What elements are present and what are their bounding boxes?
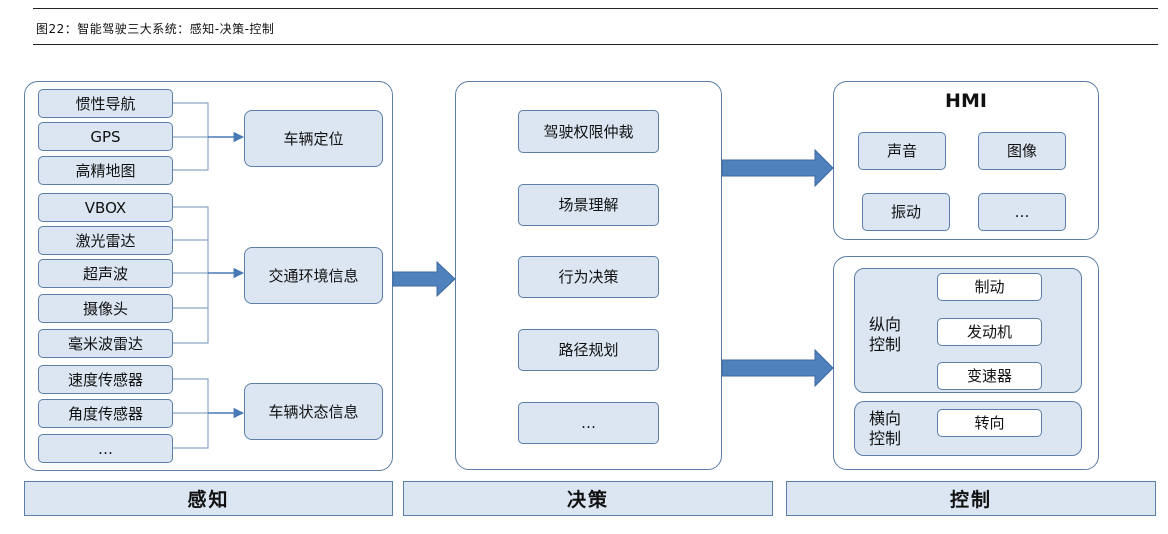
bracket-group-vehicle-state (173, 378, 209, 449)
figure-caption: 图22：智能驾驶三大系统：感知-决策-控制 (36, 22, 275, 36)
sensor-box-camera: 摄像头 (38, 294, 173, 323)
footer-bar-perception: 感知 (24, 481, 393, 516)
output-box-vehicle-localization: 车辆定位 (244, 110, 383, 167)
arrow-perception-to-decision (392, 260, 456, 298)
hmi-box-image: 图像 (978, 132, 1066, 170)
output-label-vehicle-state: 车辆状态信息 (268, 402, 359, 421)
control-box-steering: 转向 (937, 409, 1042, 437)
footer-bar-control: 控制 (786, 481, 1156, 516)
lateral-control-label: 横向控制 (869, 409, 902, 448)
hmi-title: HMI (945, 90, 987, 112)
sensor-box-more: … (38, 434, 173, 463)
decision-box-path-planning: 路径规划 (518, 329, 659, 371)
bracket-group-environment (173, 206, 209, 344)
sensor-box-speed-sensor: 速度传感器 (38, 365, 173, 394)
output-box-vehicle-state: 车辆状态信息 (244, 383, 383, 440)
decision-box-scene-understanding: 场景理解 (518, 184, 659, 226)
footer-bar-decision: 决策 (403, 481, 773, 516)
bracket-group-localization (173, 102, 209, 171)
control-box-engine: 发动机 (937, 318, 1042, 346)
decision-box-behavior-decision: 行为决策 (518, 256, 659, 298)
sensor-box-angle-sensor: 角度传感器 (38, 399, 173, 428)
arrow-decision-to-hmi (721, 148, 834, 188)
sensor-box-lidar: 激光雷达 (38, 226, 173, 255)
decision-box-more: … (518, 402, 659, 444)
hmi-box-sound: 声音 (858, 132, 946, 170)
output-label-traffic-environment: 交通环境信息 (268, 266, 359, 285)
decision-box-authority-arbitration: 驾驶权限仲裁 (518, 110, 659, 153)
sensor-box-inertial-navigation: 惯性导航 (38, 89, 173, 118)
control-box-braking: 制动 (937, 273, 1042, 301)
sensor-box-ultrasonic: 超声波 (38, 259, 173, 288)
arrow-decision-to-control (721, 348, 834, 388)
caption-rule (33, 44, 1158, 45)
top-rule (33, 8, 1158, 9)
sensor-box-vbox: VBOX (38, 193, 173, 222)
sensor-box-gps: GPS (38, 122, 173, 151)
output-box-traffic-environment: 交通环境信息 (244, 247, 383, 304)
hmi-box-more: … (978, 193, 1066, 231)
longitudinal-control-label: 纵向控制 (869, 315, 902, 354)
sensor-box-mmwave-radar: 毫米波雷达 (38, 329, 173, 358)
hmi-box-vibration: 振动 (862, 193, 950, 231)
decision-label-authority-arbitration: 驾驶权限仲裁 (543, 122, 634, 141)
control-box-transmission: 变速器 (937, 362, 1042, 390)
sensor-box-hd-map: 高精地图 (38, 156, 173, 185)
